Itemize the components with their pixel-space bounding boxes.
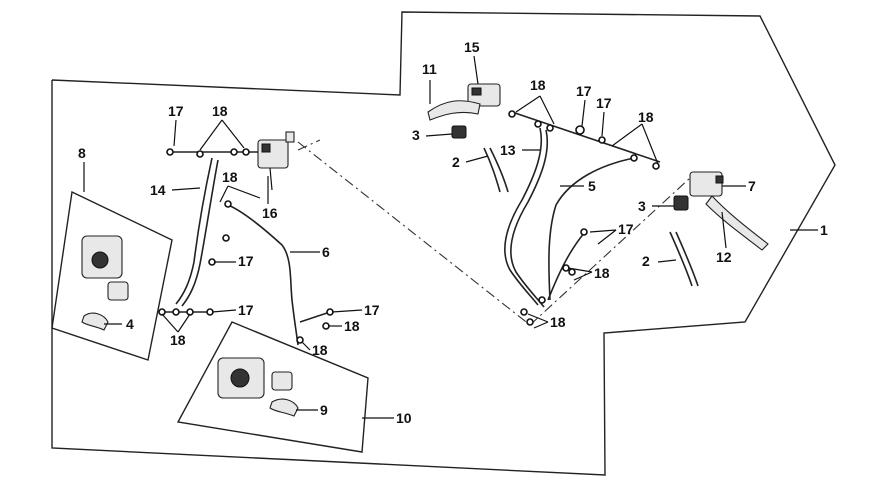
center-line-left [297, 141, 531, 326]
switch-3-right [673, 195, 689, 211]
label-13: 13 [500, 142, 516, 158]
label-2-a: 2 [452, 154, 460, 170]
label-17-c: 17 [618, 221, 634, 237]
label-17-b: 17 [596, 95, 612, 111]
label-18-c: 18 [594, 265, 610, 281]
label-14: 14 [150, 182, 166, 198]
label-8: 8 [78, 145, 86, 161]
label-10: 10 [396, 410, 412, 426]
wire-2-left [483, 147, 509, 193]
master-cylinder-right [689, 171, 769, 251]
hose-13-inner [510, 129, 549, 308]
caliper-group-outline [51, 190, 173, 361]
hose-lower [547, 231, 586, 301]
label-5: 5 [588, 178, 596, 194]
wire-2-right [669, 231, 699, 287]
hose-5 [548, 157, 635, 301]
label-11: 11 [422, 61, 437, 77]
label-18-d: 18 [550, 314, 566, 330]
label-18-a: 18 [530, 77, 546, 93]
label-18-i: 18 [312, 342, 328, 358]
hose-14 [175, 157, 213, 305]
front-caliper [81, 235, 129, 331]
label-2-b: 2 [642, 253, 650, 269]
label-17-f: 17 [238, 302, 254, 318]
label-18-g: 18 [170, 332, 186, 348]
label-3-b: 3 [638, 198, 646, 214]
label-15: 15 [464, 39, 480, 55]
hose-14-inner [181, 159, 219, 307]
label-18-b: 18 [638, 109, 654, 125]
label-7: 7 [748, 178, 756, 194]
pipe-rear [299, 311, 331, 323]
label-17-g: 17 [364, 302, 380, 318]
center-line-top [297, 139, 321, 151]
pipe-top-right [511, 111, 661, 163]
label-18-f: 18 [222, 169, 238, 185]
label-1: 1 [820, 222, 828, 238]
master-cylinder-left [257, 131, 295, 191]
fittings [158, 110, 660, 344]
center-line-right [529, 177, 691, 326]
rear-caliper [217, 357, 299, 417]
label-6: 6 [322, 244, 330, 260]
rear-caliper-group-outline [176, 321, 369, 453]
hose-6 [227, 204, 299, 346]
assembly-outline [51, 11, 836, 476]
switch-3-left [451, 125, 467, 139]
label-17-e: 17 [238, 253, 254, 269]
master-cylinder-top [427, 83, 501, 121]
label-16: 16 [262, 205, 278, 221]
label-18-e: 18 [212, 103, 228, 119]
label-12: 12 [716, 249, 732, 265]
label-9: 9 [320, 402, 328, 418]
label-17-a: 17 [576, 83, 592, 99]
label-4: 4 [126, 316, 134, 332]
label-18-h: 18 [344, 318, 360, 334]
leader-lines [83, 55, 818, 419]
label-3-a: 3 [412, 127, 420, 143]
hose-13 [504, 127, 543, 306]
label-17-d: 17 [168, 103, 184, 119]
